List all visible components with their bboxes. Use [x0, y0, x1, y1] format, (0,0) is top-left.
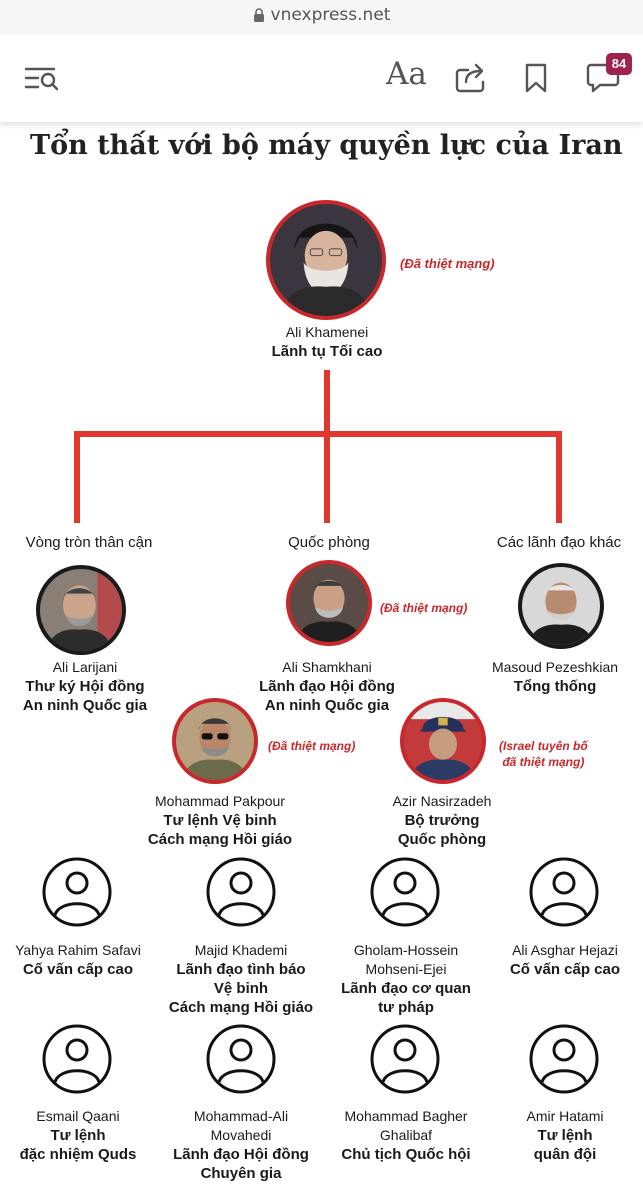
ejei-label: Gholam-Hossein Mohseni-Ejei Lãnh đạo cơ …	[325, 941, 487, 1017]
khademi-label: Majid Khademi Lãnh đạo tình báo Vệ binh …	[157, 941, 325, 1017]
movahedi-role-line: Chuyên gia	[200, 1165, 282, 1182]
page-title: Tổn thất với bộ máy quyền lực của Iran	[30, 130, 623, 161]
safavi-role-line: Cố vấn cấp cao	[22, 961, 134, 978]
pezeshkian-role-line: Tổng thống	[513, 678, 597, 695]
person-placeholder-icon	[206, 857, 276, 927]
larijani-name: Ali Larijani	[52, 659, 118, 675]
movahedi-role-line: Lãnh đạo Hội đồng	[173, 1146, 309, 1163]
hejazi-label: Ali Asghar Hejazi Cố vấn cấp cao	[491, 941, 639, 979]
qaani-role-line: đặc nhiệm Quds	[19, 1146, 137, 1163]
ghalibaf-label: Mohammad Bagher Ghalibaf Chủ tịch Quốc h…	[325, 1107, 487, 1164]
browser-url-bar[interactable]: vnexpress.net	[0, 0, 643, 34]
person-placeholder-icon	[42, 857, 112, 927]
pakpour-label: Mohammad Pakpour Tư lệnh Vệ binh Cách mạ…	[120, 792, 320, 849]
portrait-azir-nasirzadeh	[400, 698, 486, 784]
share-icon[interactable]	[454, 60, 488, 94]
shamkhani-photo	[290, 564, 368, 642]
ghalibaf-name-line: Ghalibaf	[379, 1127, 433, 1143]
hatami-role-line: quân đội	[533, 1146, 597, 1163]
qaani-name: Esmail Qaani	[36, 1108, 120, 1124]
hatami-role-line: Tư lệnh	[537, 1127, 593, 1144]
hejazi-name: Ali Asghar Hejazi	[512, 942, 618, 958]
nasirzadeh-label: Azir Nasirzadeh Bộ trưởng Quốc phòng	[342, 792, 542, 849]
pakpour-name: Mohammad Pakpour	[155, 793, 285, 809]
ejei-role-line: Lãnh đạo cơ quan	[341, 980, 471, 997]
portrait-ali-shamkhani	[286, 560, 372, 646]
larijani-label: Ali Larijani Thư ký Hội đồng An ninh Quố…	[0, 658, 185, 715]
movahedi-label: Mohammad-Ali Movahedi Lãnh đạo Hội đồng …	[157, 1107, 325, 1183]
portrait-mohammad-pakpour	[172, 698, 258, 784]
pakpour-photo	[176, 702, 254, 780]
khamenei-status: (Đã thiệt mạng)	[400, 256, 495, 271]
menu-search-icon[interactable]	[24, 66, 60, 92]
ejei-name-line: Gholam-Hossein	[353, 942, 459, 958]
shamkhani-label: Ali Shamkhani Lãnh đạo Hội đồng An ninh …	[237, 658, 417, 715]
url-text: vnexpress.net	[270, 5, 391, 25]
nasirzadeh-name: Azir Nasirzadeh	[392, 793, 492, 809]
pezeshkian-name: Masoud Pezeshkian	[491, 659, 619, 675]
khamenei-label: Ali Khamenei Lãnh tụ Tối cao	[227, 323, 427, 361]
hatami-label: Amir Hatami Tư lệnh quân đội	[491, 1107, 639, 1164]
hatami-name: Amir Hatami	[526, 1108, 604, 1124]
shamkhani-role-line: An ninh Quốc gia	[264, 697, 390, 714]
safavi-name: Yahya Rahim Safavi	[15, 942, 141, 958]
comment-count-badge[interactable]: 84	[606, 53, 632, 75]
khademi-role-line: Vệ binh	[213, 980, 269, 997]
ejei-name-line: Mohseni-Ejei	[365, 961, 447, 977]
khademi-role-line: Lãnh đạo tình báo	[176, 961, 306, 978]
person-placeholder-icon	[370, 1024, 440, 1094]
portrait-ali-khamenei	[266, 200, 386, 320]
khamenei-photo	[270, 204, 382, 316]
ghalibaf-role-line: Chủ tịch Quốc hội	[341, 1146, 471, 1163]
group-defense: Quốc phòng	[288, 534, 370, 551]
leader-name: Ali Khamenei	[285, 324, 369, 340]
qaani-label: Esmail Qaani Tư lệnh đặc nhiệm Quds	[0, 1107, 159, 1164]
pakpour-status: (Đã thiệt mạng)	[268, 739, 356, 753]
nasirzadeh-photo	[404, 702, 482, 780]
ghalibaf-name-line: Mohammad Bagher	[344, 1108, 468, 1124]
qaani-role-line: Tư lệnh	[50, 1127, 106, 1144]
bookmark-icon[interactable]	[524, 62, 548, 94]
shamkhani-status: (Đã thiệt mạng)	[380, 601, 468, 615]
movahedi-name-line: Mohammad-Ali	[193, 1108, 289, 1124]
safavi-label: Yahya Rahim Safavi Cố vấn cấp cao	[0, 941, 159, 979]
khademi-name: Majid Khademi	[194, 942, 288, 958]
israel-status-line: đã thiệt mạng)	[502, 755, 585, 769]
lock-icon	[253, 7, 264, 22]
portrait-ali-larijani	[36, 565, 126, 655]
shamkhani-role-line: Lãnh đạo Hội đồng	[259, 678, 395, 695]
group-inner-circle: Vòng tròn thân cận	[25, 534, 153, 551]
font-size-icon[interactable]: Aa	[386, 56, 427, 92]
nasirzadeh-role-line: Quốc phòng	[397, 831, 487, 848]
pezeshkian-label: Masoud Pezeshkian Tổng thống	[465, 658, 643, 696]
movahedi-name-line: Movahedi	[210, 1127, 272, 1143]
israel-status-line: (Israel tuyên bố	[499, 739, 588, 753]
larijani-photo	[40, 569, 122, 651]
leader-role: Lãnh tụ Tối cao	[271, 343, 383, 360]
portrait-masoud-pezeshkian	[518, 563, 604, 649]
person-placeholder-icon	[529, 1024, 599, 1094]
larijani-role-line: An ninh Quốc gia	[22, 697, 148, 714]
ejei-role-line: tư pháp	[378, 999, 434, 1016]
nasirzadeh-role-line: Bộ trưởng	[404, 812, 480, 829]
group-other-leaders: Các lãnh đạo khác	[496, 534, 622, 551]
shamkhani-name: Ali Shamkhani	[282, 659, 372, 675]
khademi-role-line: Cách mạng Hồi giáo	[168, 999, 314, 1016]
larijani-role-line: Thư ký Hội đồng	[25, 678, 145, 695]
pakpour-role-line: Tư lệnh Vệ binh	[163, 812, 277, 829]
pezeshkian-photo	[522, 567, 600, 645]
person-placeholder-icon	[529, 857, 599, 927]
nasirzadeh-status: (Israel tuyên bố đã thiệt mạng)	[499, 738, 588, 770]
person-placeholder-icon	[42, 1024, 112, 1094]
person-placeholder-icon	[370, 857, 440, 927]
person-placeholder-icon	[206, 1024, 276, 1094]
pakpour-role-line: Cách mạng Hồi giáo	[147, 831, 293, 848]
hejazi-role-line: Cố vấn cấp cao	[509, 961, 621, 978]
